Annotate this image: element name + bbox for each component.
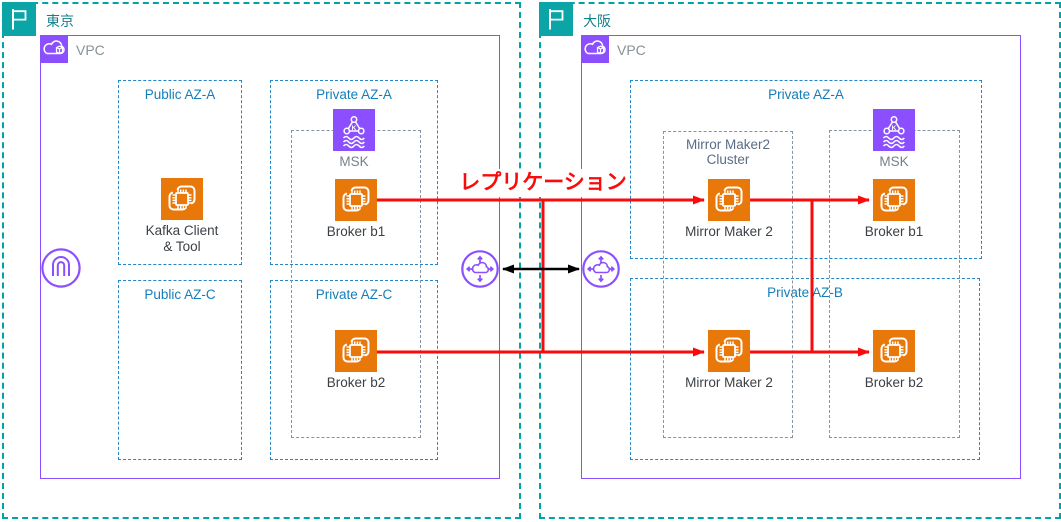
node-label: MSK <box>339 154 369 169</box>
msk-cluster-box-osaka <box>829 130 960 438</box>
region-osaka-box <box>539 2 1061 519</box>
az-box-tokyo-public-a: Public AZ-A <box>118 80 242 265</box>
node-label: Broker b2 <box>326 375 386 390</box>
compute-chip-icon <box>335 330 377 372</box>
compute-chip-icon <box>708 179 750 221</box>
node-label: Mirror Maker 2 <box>685 375 773 390</box>
node-label: MSK <box>879 154 909 169</box>
region-tokyo-label: 東京 <box>46 13 74 29</box>
az-label: Private AZ-A <box>316 87 392 102</box>
msk-kafka-icon <box>333 109 375 151</box>
transit-gateway-icon <box>582 250 620 288</box>
az-label: Public AZ-A <box>144 87 216 102</box>
vpc-osaka-label: VPC <box>617 42 646 58</box>
az-box-osaka-private-b: Private AZ-B <box>630 278 980 460</box>
vpc-cloud-icon <box>40 35 68 63</box>
az-box-tokyo-private-c: Private AZ-C <box>270 280 438 460</box>
az-label: Private AZ-B <box>767 285 843 300</box>
node-broker-b1-osaka: Broker b1 <box>834 179 954 240</box>
transit-gateway-icon <box>461 250 499 288</box>
az-label: Private AZ-A <box>768 87 844 102</box>
compute-chip-icon <box>335 179 377 221</box>
node-broker-b2-tokyo: Broker b2 <box>296 330 416 391</box>
node-mirror-maker-2-bottom: Mirror Maker 2 <box>669 330 789 391</box>
vpc-cloud-icon <box>581 35 609 63</box>
node-label: Broker b2 <box>864 375 924 390</box>
msk-kafka-icon <box>873 109 915 151</box>
flag-icon <box>539 2 573 36</box>
az-box-osaka-private-a: Private AZ-A <box>630 80 982 259</box>
replication-arrow-label: レプリケーション <box>456 169 630 197</box>
node-label: Kafka Client & Tool <box>145 223 219 254</box>
vpc-osaka-box <box>581 35 1021 479</box>
msk-cluster-box-tokyo <box>291 130 421 438</box>
node-broker-b1-tokyo: Broker b1 <box>296 179 416 240</box>
az-box-tokyo-public-c: Public AZ-C <box>118 280 242 460</box>
node-label: Broker b1 <box>326 224 386 239</box>
node-label: Mirror Maker 2 <box>685 224 773 239</box>
mm2-cluster-box: Mirror Maker2 Cluster <box>663 131 793 438</box>
node-label: Broker b1 <box>864 224 924 239</box>
compute-chip-icon <box>708 330 750 372</box>
az-label: Private AZ-C <box>315 287 393 302</box>
node-msk-osaka: MSK <box>834 109 954 170</box>
mm2-cluster-label: Mirror Maker2 Cluster <box>685 137 770 167</box>
compute-chip-icon <box>873 179 915 221</box>
internet-gateway-icon <box>41 248 81 288</box>
flag-icon <box>2 2 36 36</box>
az-label: Public AZ-C <box>144 287 216 302</box>
region-osaka-label: 大阪 <box>583 13 611 29</box>
az-box-tokyo-private-a: Private AZ-A <box>270 80 438 265</box>
node-msk-tokyo: MSK <box>294 109 414 170</box>
compute-chip-icon <box>873 330 915 372</box>
vpc-tokyo-label: VPC <box>76 42 105 58</box>
vpc-tokyo-box <box>40 35 500 479</box>
region-tokyo-box <box>2 2 521 519</box>
compute-chip-icon <box>161 178 203 220</box>
node-mirror-maker-2-top: Mirror Maker 2 <box>669 179 789 240</box>
node-broker-b2-osaka: Broker b2 <box>834 330 954 391</box>
node-kafka-client-tool: Kafka Client & Tool <box>122 178 242 254</box>
